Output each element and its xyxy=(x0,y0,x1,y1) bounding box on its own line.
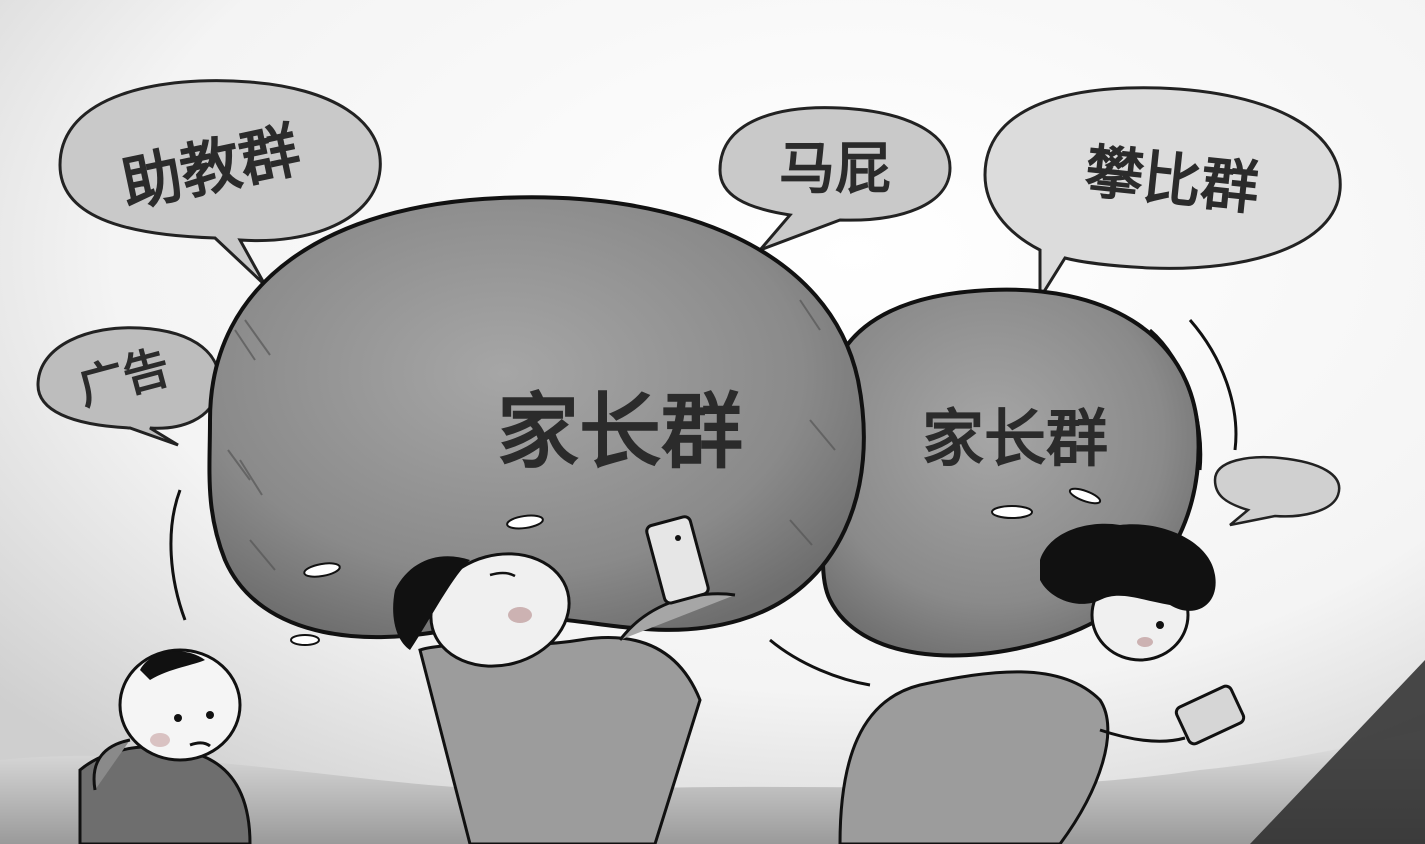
speech-bubble-comparison-group: 攀比群 xyxy=(983,86,1342,304)
child-figure xyxy=(78,648,252,844)
small-sack-label: 家长群 xyxy=(922,402,1108,475)
speech-bubble-assistant-group: 助教群 xyxy=(58,79,382,287)
sweat-drops xyxy=(290,487,1102,646)
parent-figure-right xyxy=(838,523,1216,844)
large-sack: 家长群 xyxy=(207,195,866,640)
phone-middle xyxy=(645,515,710,605)
parent-figure-middle xyxy=(393,552,736,844)
motion-lines xyxy=(169,319,1238,687)
speech-bubble-ads: 广告 xyxy=(36,326,221,447)
phone-right xyxy=(1174,684,1246,746)
right-shadow xyxy=(1250,660,1425,844)
large-sack-label: 家长群 xyxy=(497,385,743,480)
bubble-text-flattery: 马屁 xyxy=(779,137,891,202)
speech-bubble-flattery: 马屁 xyxy=(718,106,952,252)
empty-speech-bubble xyxy=(1213,455,1341,527)
